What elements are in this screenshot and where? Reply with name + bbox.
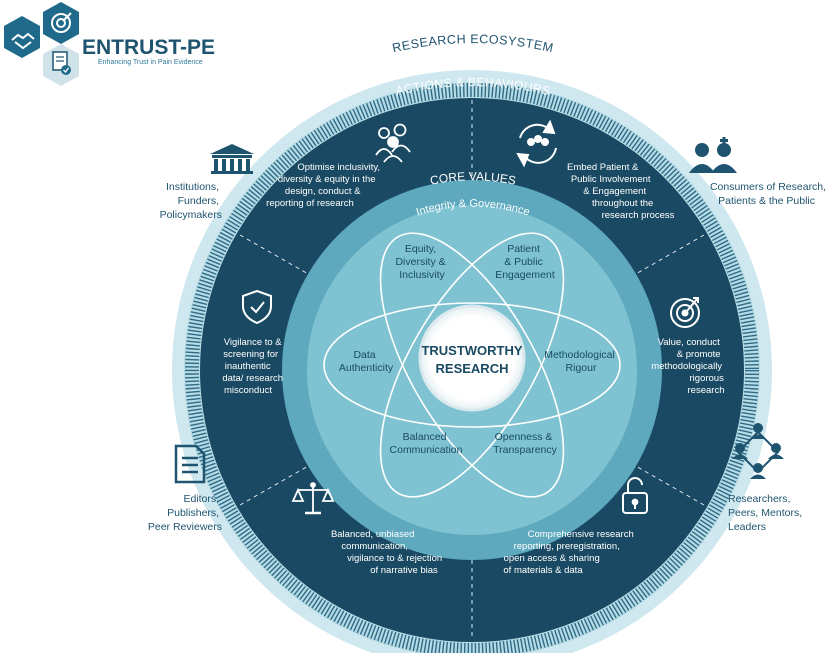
action-balanced: Balanced, unbiased communication, vigila… <box>331 529 445 576</box>
value-methodological: Methodological Rigour <box>544 349 618 374</box>
logo: ENTRUST-PE Enhancing Trust in Pain Evide… <box>4 2 215 86</box>
hatched-band <box>185 83 759 653</box>
community-cycle-icon <box>516 119 557 168</box>
patient-doctor-icon <box>689 137 737 173</box>
logo-tagline: Enhancing Trust in Pain Evidence <box>98 59 203 66</box>
stakeholder-consumers: Consumers of Research, Patients & the Pu… <box>710 181 829 207</box>
scales-icon <box>291 482 335 515</box>
action-inclusivity: Optimise inclusivity, diversity & equity… <box>266 162 383 209</box>
section-dividers <box>239 100 705 640</box>
value-balanced: Balanced Communication <box>390 431 463 456</box>
center-line1: TRUSTWORTHY <box>421 343 522 358</box>
document-icon <box>174 444 206 484</box>
core-values-title: CORE VALUES <box>429 169 517 188</box>
value-openness: Openness & Transparency <box>493 431 558 456</box>
value-equity: Equity, Diversity & Inclusivity <box>395 243 448 281</box>
network-people-icon <box>732 423 784 479</box>
institution-building-icon <box>210 144 254 174</box>
diverse-people-icon <box>375 123 411 163</box>
handshake-icon <box>4 16 40 58</box>
value-data: Data Authenticity <box>339 349 394 374</box>
document-check-icon <box>43 44 79 86</box>
action-rigour: Value, conduct & promote methodologicall… <box>651 337 726 396</box>
center-badge <box>418 304 526 412</box>
action-vigilance: Vigilance to & screening for inauthentic… <box>222 337 285 396</box>
value-patient: Patient & Public Engagement <box>495 243 555 281</box>
shield-check-icon <box>242 289 272 325</box>
stakeholder-institutions: Institutions, Funders, Policymakers <box>160 181 222 221</box>
action-patient: Embed Patient & Public Involvement & Eng… <box>567 162 675 221</box>
target-icon <box>670 297 700 328</box>
padlock-icon <box>622 477 648 514</box>
center-line2: RESEARCH <box>436 361 509 376</box>
logo-name: ENTRUST-PE <box>82 36 215 59</box>
stakeholder-researchers: Researchers, Peers, Mentors, Leaders <box>728 493 805 533</box>
action-reporting: Comprehensive research reporting, prereg… <box>503 529 636 576</box>
value-orbits <box>323 232 621 498</box>
ecosystem-title: RESEARCH ECOSYSTEM <box>391 32 555 55</box>
stakeholder-editors: Editors, Publishers, Peer Reviewers <box>148 493 222 533</box>
target-icon <box>43 2 79 44</box>
